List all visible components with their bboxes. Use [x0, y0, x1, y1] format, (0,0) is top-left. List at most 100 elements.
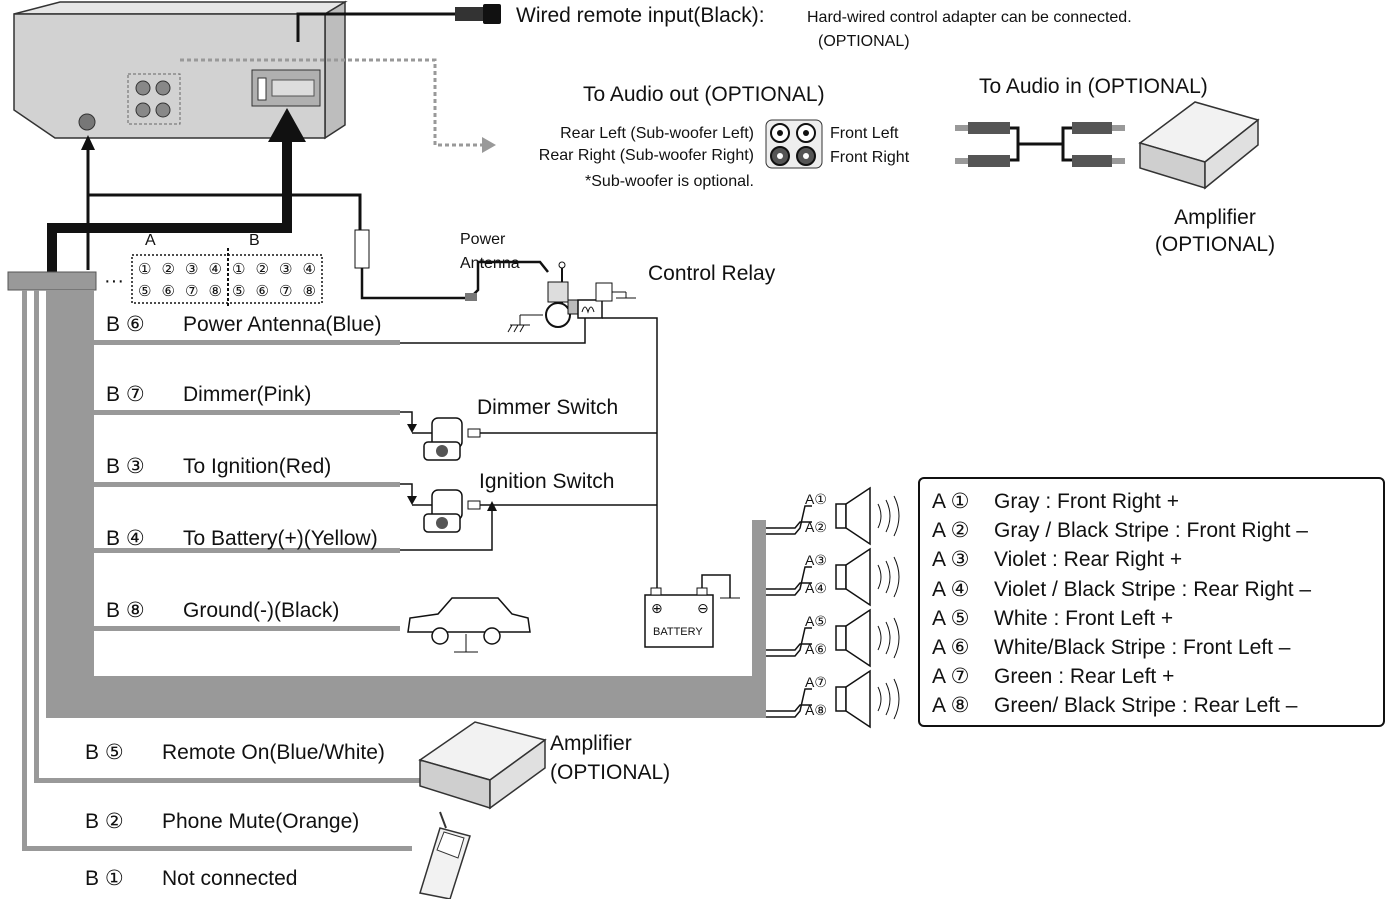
connector-ellipsis: ···	[104, 270, 124, 292]
connector-pin: ⑤	[232, 283, 245, 300]
legend-desc: Green/ Black Stripe : Rear Left –	[994, 694, 1298, 718]
legend-code: A ④	[932, 577, 970, 601]
dimmer-switch-label: Dimmer Switch	[477, 396, 618, 419]
speaker-tag: A⑧	[805, 702, 827, 718]
wire-code-b7: B ⑦	[106, 383, 145, 406]
legend-code: A ⑦	[932, 665, 970, 689]
control-relay-label: Control Relay	[648, 262, 776, 285]
legend-desc: White/Black Stripe : Front Left –	[994, 636, 1291, 660]
legend-desc: Gray : Front Right +	[994, 490, 1179, 513]
legend-row: A ⑤ White : Front Left +	[932, 604, 1383, 633]
circuit-lines	[400, 317, 658, 590]
wire-code-b4: B ④	[106, 527, 145, 550]
harness-arrow	[47, 108, 362, 278]
wired-remote-cable	[296, 4, 501, 42]
legend-row: A ③ Violet : Rear Right +	[932, 545, 1383, 574]
speaker-tag: A④	[805, 580, 827, 596]
battery-icon: ⊕ ⊖ BATTERY	[644, 574, 740, 648]
legend-code: A ⑤	[932, 606, 970, 630]
amplifier-top-line2: (OPTIONAL)	[1155, 233, 1275, 256]
harness-gray-block	[7, 271, 766, 851]
rca-cables	[955, 122, 1125, 167]
wire-label-b2: Phone Mute(Orange)	[162, 810, 359, 833]
connector-pin: ⑧	[303, 283, 316, 300]
legend-code: A ②	[932, 519, 970, 543]
amplifier-top-icon	[1138, 101, 1260, 190]
svg-text:⊖: ⊖	[697, 600, 709, 616]
power-antenna-motor	[507, 261, 579, 333]
legend-desc: Violet : Rear Right +	[994, 548, 1183, 572]
front-left-label: Front Left	[830, 125, 899, 142]
wire-code-b6: B ⑥	[106, 313, 145, 336]
legend-row: A ⑧ Green/ Black Stripe : Rear Left –	[932, 691, 1383, 720]
power-antenna-line2: Antenna	[460, 255, 520, 272]
wire-label-b4: To Battery(+)(Yellow)	[183, 527, 378, 550]
wire-code-b3: B ③	[106, 455, 145, 478]
connector-pin: ⑥	[162, 283, 175, 300]
connector-pin: ②	[162, 261, 175, 278]
connector-label-a: A	[145, 232, 156, 249]
wire-code-b1: B ①	[85, 867, 124, 890]
front-right-label: Front Right	[830, 149, 910, 166]
connector-pin: ⑦	[185, 283, 198, 300]
legend-desc: Gray / Black Stripe : Front Right –	[994, 519, 1308, 543]
dimmer-switch-icon	[412, 417, 481, 461]
wire-stubs	[94, 340, 400, 631]
ignition-switch-label: Ignition Switch	[479, 470, 614, 493]
power-antenna-line1: Power	[460, 231, 506, 248]
audio-out-dotted-line	[180, 58, 496, 153]
legend-row: A ⑥ White/Black Stripe : Front Left –	[932, 633, 1383, 662]
speaker-tag: A⑦	[805, 674, 827, 690]
speaker-tag: A③	[805, 552, 827, 568]
speaker-icon	[766, 547, 900, 607]
connector-pin: ⑤	[138, 283, 151, 300]
wire-label-b3: To Ignition(Red)	[183, 455, 331, 478]
svg-text:⊕: ⊕	[651, 600, 663, 616]
speaker-tag: A①	[805, 491, 827, 507]
legend-code: A ③	[932, 548, 970, 572]
connector-pin: ⑥	[256, 283, 269, 300]
wired-remote-optional: (OPTIONAL)	[818, 33, 910, 50]
antenna-cable	[354, 229, 549, 301]
wired-remote-title: Wired remote input(Black):	[516, 4, 765, 27]
rear-left-label: Rear Left (Sub-woofer Left)	[560, 125, 754, 142]
battery-label: BATTERY	[653, 626, 703, 638]
ignition-switch-icon	[412, 489, 481, 533]
speaker-tag: A⑥	[805, 641, 827, 657]
rca-jacks	[765, 119, 823, 169]
connector-pin: ①	[138, 261, 151, 278]
legend-desc: White : Front Left +	[994, 606, 1174, 630]
speaker-tag: A②	[805, 519, 827, 535]
amplifier-bottom-line2: (OPTIONAL)	[550, 761, 670, 784]
speaker-tag: A⑤	[805, 613, 827, 629]
wire-code-b5: B ⑤	[85, 741, 124, 764]
wire-label-b7: Dimmer(Pink)	[183, 383, 311, 406]
legend-code: A ⑧	[932, 694, 970, 718]
connector-pin: ③	[279, 261, 292, 278]
phone-icon	[419, 811, 471, 899]
audio-out-title: To Audio out (OPTIONAL)	[583, 83, 825, 106]
connector-pin: ④	[209, 261, 222, 278]
wire-label-b8: Ground(-)(Black)	[183, 599, 339, 622]
speaker-icon	[766, 608, 900, 668]
connector-pin: ④	[303, 261, 316, 278]
wire-code-b8: B ⑧	[106, 599, 145, 622]
speaker-icon	[766, 669, 900, 729]
control-relay-icon	[577, 282, 636, 319]
audio-in-title: To Audio in (OPTIONAL)	[979, 75, 1208, 98]
connector-label-b: B	[249, 232, 260, 249]
speaker-icon	[766, 486, 900, 546]
connector-pin: ⑧	[209, 283, 222, 300]
car-icon	[407, 597, 531, 653]
speaker-group: A① A② A③ A④ A⑤ A⑥ A⑦ A⑧	[766, 486, 900, 729]
connector-pin: ③	[185, 261, 198, 278]
legend-code: A ⑥	[932, 636, 970, 660]
amplifier-bottom-line1: Amplifier	[550, 732, 632, 755]
legend-row: A ② Gray / Black Stripe : Front Right –	[932, 516, 1383, 545]
